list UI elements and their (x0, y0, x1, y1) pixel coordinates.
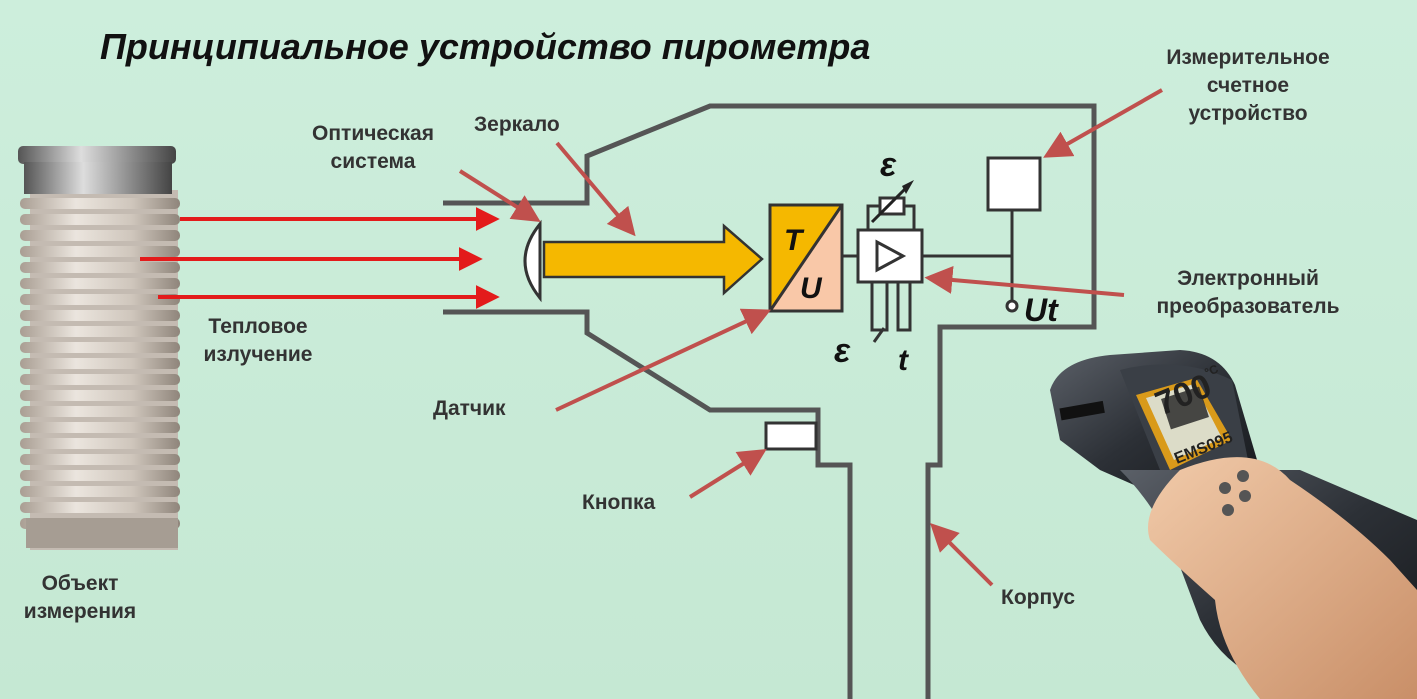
insulator-rib (20, 374, 180, 385)
label-button: Кнопка (582, 491, 656, 514)
counter-block (986, 156, 1042, 313)
label-optical-system: Оптическая система (288, 120, 458, 176)
label-thermal-radiation-line1: Тепловое (208, 315, 308, 338)
insulator-rib (20, 438, 180, 449)
amplifier-block (842, 186, 1012, 343)
epsilon-top-symbol: ε (880, 146, 897, 184)
insulator-rib (20, 422, 180, 433)
insulator-rib (20, 342, 180, 353)
label-measuring-unit-line2: счетное (1206, 74, 1290, 97)
insulator-rib (20, 326, 180, 337)
sensor-block (768, 203, 844, 313)
insulator-rib (20, 214, 180, 225)
insulator-rib (20, 262, 180, 273)
insulator-rib (20, 198, 180, 209)
label-measuring-unit: Измерительное счетное устройство (1138, 44, 1358, 128)
label-sensor: Датчик (433, 397, 506, 420)
insulator-rib (20, 294, 180, 305)
label-measuring-unit-line1: Измерительное (1166, 46, 1330, 69)
label-object: Объект измерения (0, 570, 160, 626)
label-electronic-converter: Электронный преобразователь (1124, 265, 1372, 321)
sensor-symbol-t: T (784, 224, 803, 257)
ut-output-symbol: Ut (1024, 292, 1058, 328)
label-arrows (458, 88, 1163, 587)
insulator-object (18, 146, 180, 550)
label-electronic-converter-line2: преобразователь (1156, 295, 1340, 318)
label-optical-system-line2: система (330, 150, 416, 173)
trigger-button (764, 421, 818, 451)
insulator-rib (20, 454, 180, 465)
label-electronic-converter-line1: Электронный (1177, 267, 1319, 290)
insulator-rib (20, 278, 180, 289)
insulator-rib (20, 358, 180, 369)
focused-beam (542, 223, 764, 296)
insulator-rib (20, 470, 180, 481)
insulator-rib (20, 486, 180, 497)
label-housing: Корпус (1001, 586, 1075, 609)
heat-rays (140, 207, 500, 309)
pyrometer-photo (1050, 350, 1417, 699)
label-thermal-radiation: Тепловое излучение (180, 313, 336, 369)
label-object-line1: Объект (41, 572, 119, 595)
diagram-title: Принципиальное устройство пирометра (100, 26, 871, 67)
label-thermal-radiation-line2: излучение (203, 343, 313, 366)
label-optical-system-line1: Оптическая (312, 122, 434, 145)
label-mirror: Зеркало (474, 113, 560, 136)
sensor-symbol-u: U (800, 272, 822, 305)
label-object-line2: измерения (23, 600, 137, 623)
insulator-rib (20, 502, 180, 513)
insulator-rib (20, 390, 180, 401)
mirror-lens (523, 219, 542, 303)
epsilon-bottom-symbol: ε (834, 332, 851, 370)
t-symbol: t (898, 344, 908, 377)
insulator-rib (20, 406, 180, 417)
insulator-rib (20, 246, 180, 257)
insulator-rib (20, 310, 180, 321)
insulator-rib (20, 230, 180, 241)
label-measuring-unit-line3: устройство (1188, 102, 1308, 125)
